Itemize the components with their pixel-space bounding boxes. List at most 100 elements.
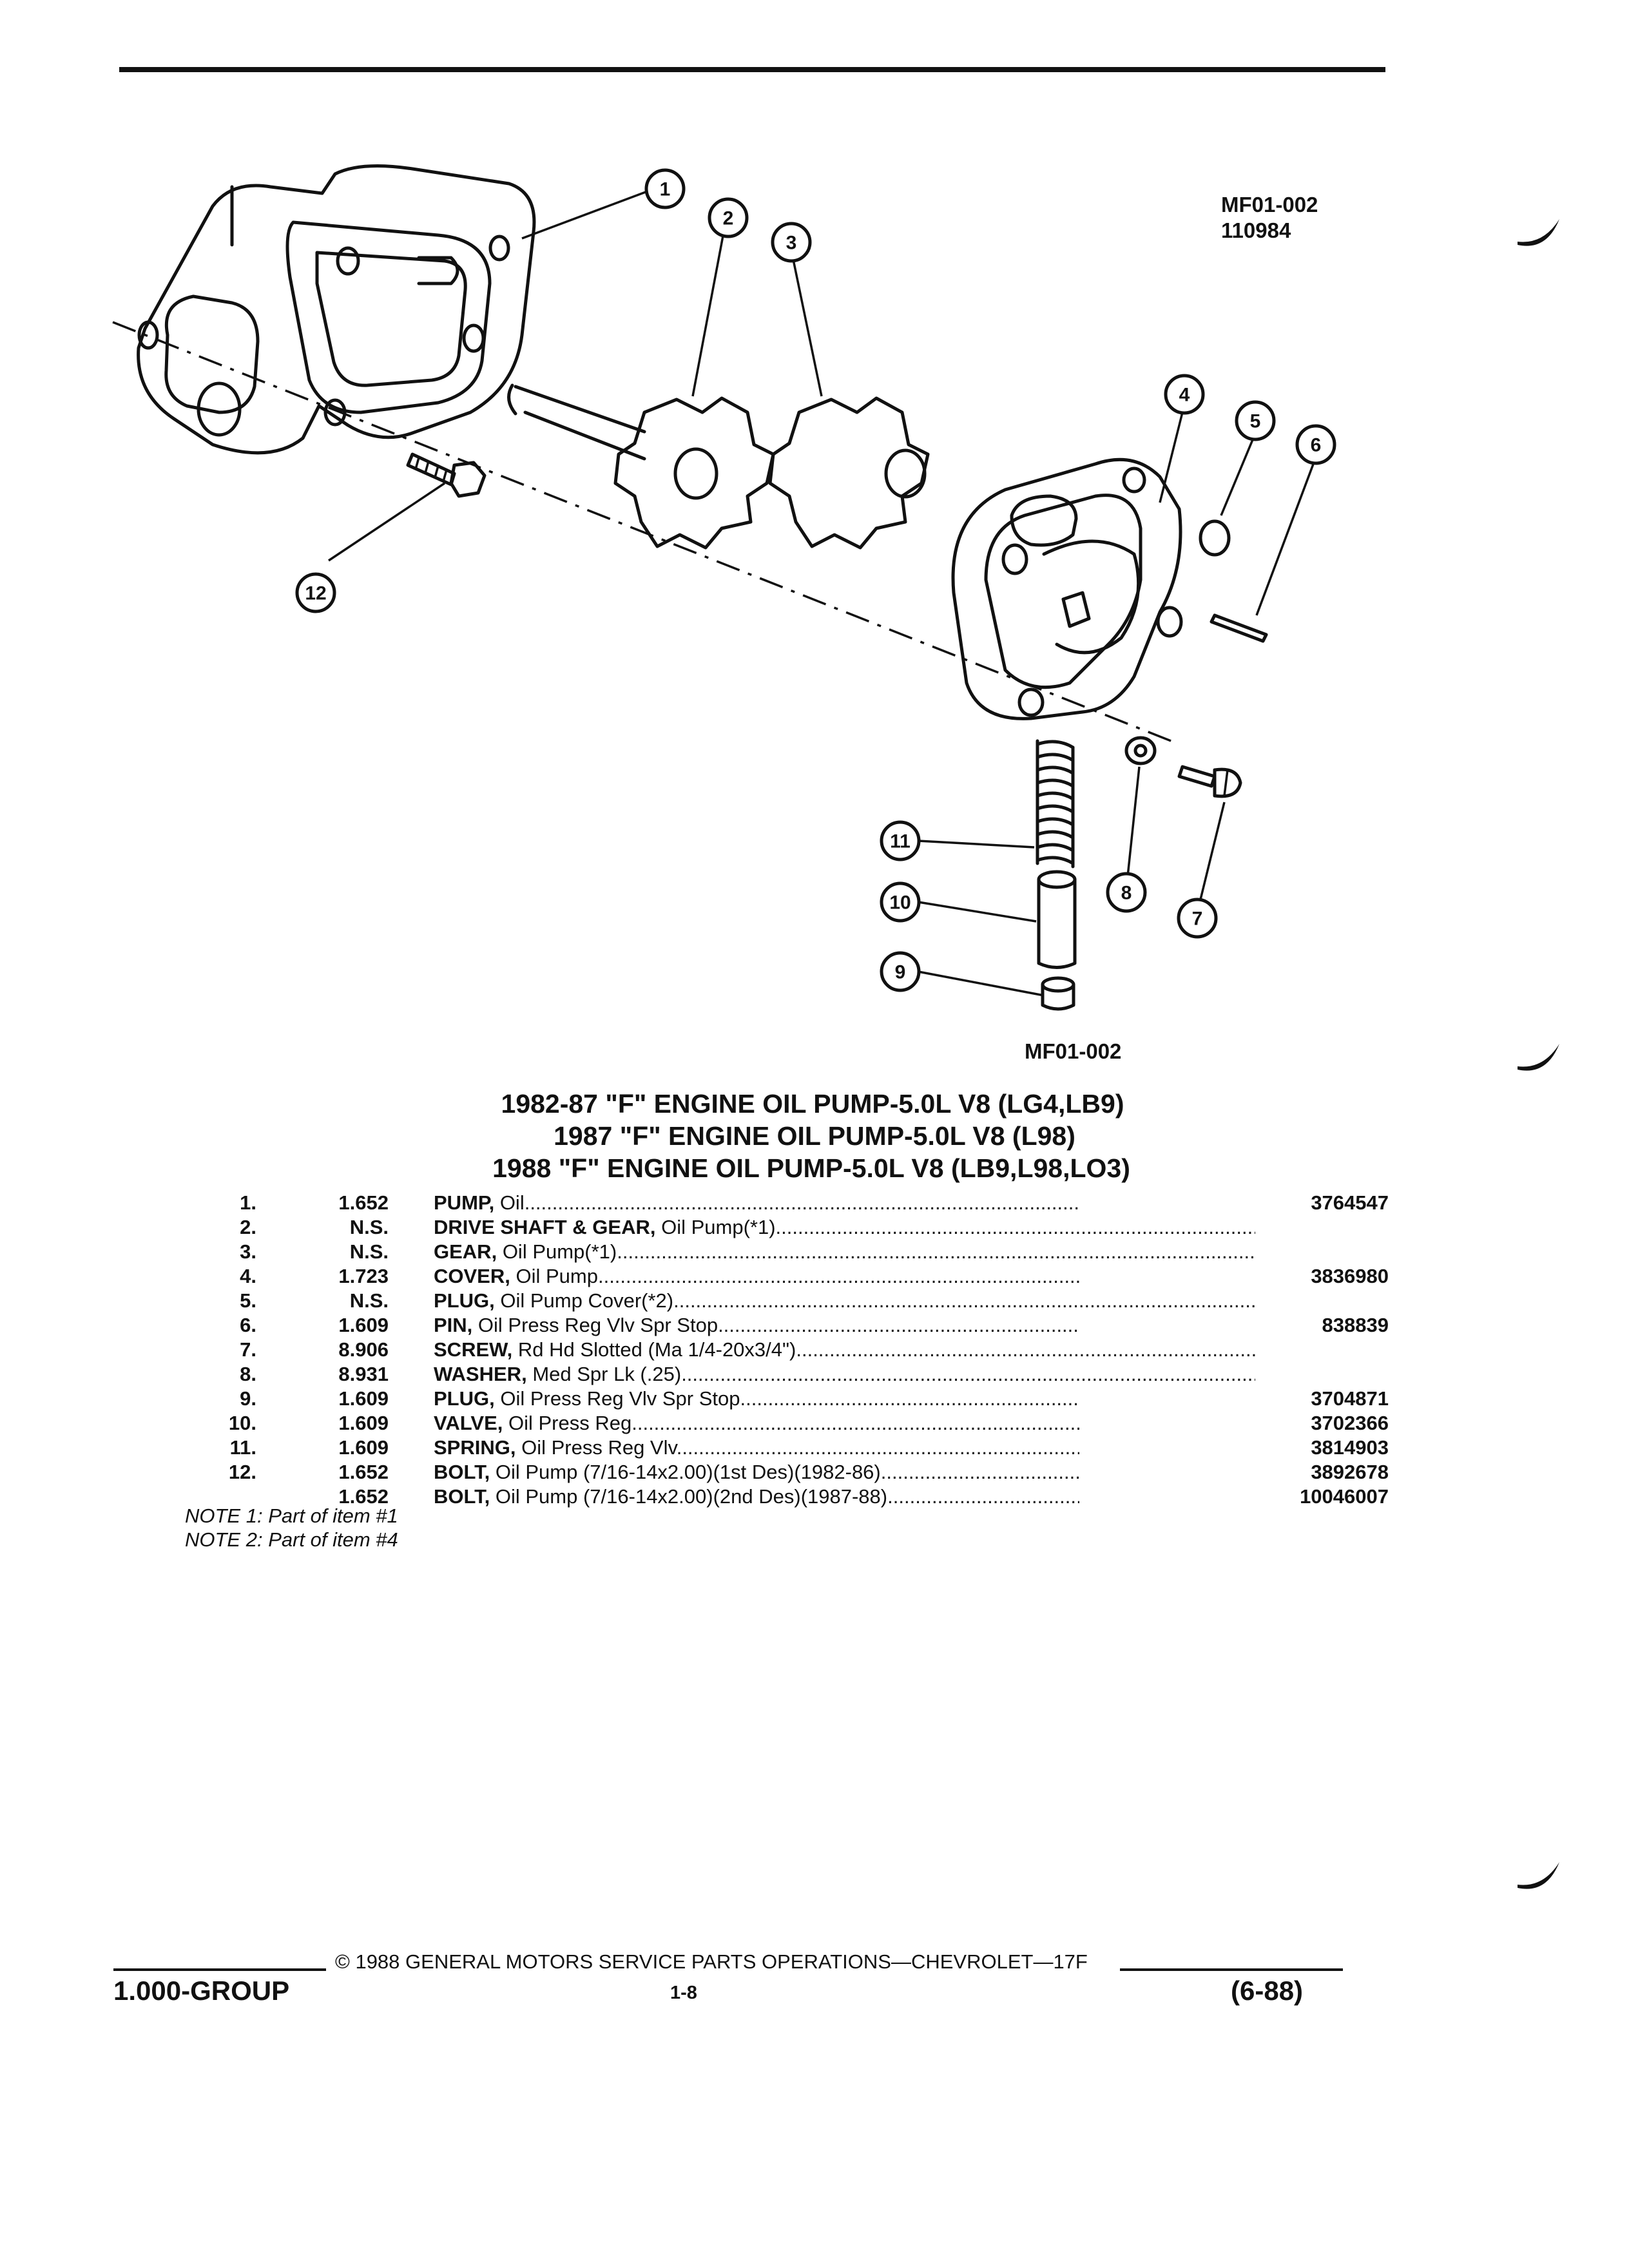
leader-9: [918, 970, 1045, 997]
drive-shaft-gear-drawing: [507, 383, 775, 550]
leader-3: [791, 256, 823, 397]
item-number: 10.: [228, 1412, 256, 1434]
part-number: 3764547: [1079, 1191, 1389, 1215]
svg-text:9: 9: [895, 962, 906, 983]
group-number: 8.906: [338, 1338, 389, 1361]
svg-text:12: 12: [305, 583, 326, 604]
part-description: BOLT, Oil Pump (7/16-14x2.00)(1st Des)(1…: [434, 1460, 1255, 1485]
binder-mark-3: [1518, 1862, 1559, 1889]
group-number: N.S.: [349, 1216, 389, 1238]
slotted-screw-drawing: [1177, 765, 1242, 798]
leader-12: [328, 482, 445, 562]
regulator-plug-drawing: [1041, 976, 1075, 1011]
part-name: DRIVE SHAFT & GEAR,: [434, 1216, 656, 1238]
leader-5: [1220, 437, 1255, 516]
callout-7: 7: [1177, 898, 1218, 939]
item-number: 6.: [240, 1314, 256, 1336]
callout-4: 4: [1164, 374, 1205, 415]
part-number: 10046007: [1079, 1485, 1389, 1509]
assembly-centerline: [112, 321, 1180, 745]
svg-text:10: 10: [889, 892, 911, 914]
part-detail: Oil: [499, 1191, 525, 1214]
group-number: 1.609: [338, 1314, 389, 1336]
stop-pin-drawing: [1210, 613, 1268, 643]
group-number: 1.652: [338, 1485, 389, 1508]
part-description: PLUG, Oil Pump Cover(*2)................…: [434, 1289, 1255, 1313]
leader-2: [691, 225, 726, 397]
part-number: 3892678: [1079, 1460, 1389, 1485]
part-number: 838839: [1079, 1313, 1389, 1338]
leader-dots: ........................................…: [775, 1216, 1255, 1238]
leader-6: [1255, 460, 1316, 616]
leader-7: [1199, 802, 1226, 903]
driven-gear-drawing: [768, 396, 930, 550]
group-number: N.S.: [349, 1240, 389, 1263]
parts-row: 3.N.S.GEAR, Oil Pump(*1)................…: [174, 1240, 1255, 1264]
svg-text:7: 7: [1192, 908, 1203, 930]
figure-reference-bottom: MF01-002: [1025, 1039, 1122, 1063]
part-number: 3814903: [1079, 1436, 1389, 1460]
binder-mark-2: [1518, 1044, 1559, 1071]
svg-text:8: 8: [1121, 883, 1132, 904]
item-number: 8.: [240, 1363, 256, 1385]
group-number: N.S.: [349, 1289, 389, 1312]
note-1: NOTE 1: Part of item #1: [185, 1504, 398, 1527]
revision-date: (6-88): [1231, 1975, 1304, 2006]
item-number: 5.: [240, 1289, 256, 1312]
callout-3: 3: [771, 222, 812, 263]
callout-12: 12: [295, 572, 336, 613]
part-name: BOLT,: [434, 1485, 490, 1508]
callout-9: 9: [880, 951, 921, 992]
part-detail: Rd Hd Slotted (Ma 1/4-20x3/4"): [517, 1338, 796, 1361]
figure-date-code: 110984: [1221, 218, 1291, 242]
svg-text:4: 4: [1179, 385, 1190, 406]
leader-dots: ........................................…: [796, 1338, 1255, 1361]
part-detail: Oil Press Reg Vlv Spr Stop: [500, 1387, 740, 1410]
part-name: SCREW,: [434, 1338, 513, 1361]
item-number: 9.: [240, 1387, 256, 1410]
callout-8: 8: [1106, 872, 1147, 913]
part-name: WASHER,: [434, 1363, 527, 1385]
callout-1: 1: [644, 168, 686, 209]
group-label: 1.000-GROUP: [113, 1975, 290, 2006]
callout-11: 11: [880, 820, 921, 861]
part-name: GEAR,: [434, 1240, 497, 1263]
cover-plug-drawing: [1199, 519, 1231, 557]
part-number: 3704871: [1079, 1387, 1389, 1411]
group-number: 1.652: [338, 1461, 389, 1483]
callout-2: 2: [708, 197, 749, 238]
regulator-spring-drawing: [1036, 739, 1075, 869]
part-detail: Oil Pump (7/16-14x2.00)(2nd Des)(1987-88…: [495, 1485, 888, 1508]
parts-row: 2.N.S.DRIVE SHAFT & GEAR, Oil Pump(*1)..…: [174, 1215, 1255, 1240]
part-detail: Oil Press Reg: [508, 1412, 632, 1434]
part-detail: Oil Pump(*1): [502, 1240, 617, 1263]
oil-pump-exploded-diagram: 1 2 3 4 5 6 7 8 9 10 11 12: [112, 164, 1336, 1011]
parts-row: 5. N.S. PLUG, Oil Pump Cover(*2)..........…: [174, 1289, 1255, 1313]
footer-rule-left: [113, 1968, 326, 1971]
part-description: BOLT, Oil Pump (7/16-14x2.00)(2nd Des)(1…: [434, 1485, 1255, 1509]
group-number: 1.609: [338, 1436, 389, 1459]
part-detail: Oil Pump (7/16-14x2.00)(1st Des)(1982-86…: [495, 1461, 881, 1483]
item-number: 11.: [229, 1436, 256, 1459]
top-rule: [119, 67, 1385, 72]
part-number: 3836980: [1079, 1264, 1389, 1289]
part-detail: Oil Press Reg Vlv Spr Stop: [477, 1314, 718, 1336]
callout-6: 6: [1295, 424, 1336, 465]
leader-1: [521, 189, 651, 240]
section-titles: 1982-87 "F" ENGINE OIL PUMP-5.0L V8 (LG4…: [0, 1088, 1629, 1184]
svg-text:1: 1: [660, 179, 671, 200]
item-number: 7.: [240, 1338, 256, 1361]
part-name: VALVE,: [434, 1412, 503, 1434]
part-name: BOLT,: [434, 1461, 490, 1483]
leader-11: [918, 840, 1035, 849]
group-number: 1.652: [338, 1191, 389, 1214]
group-number: 1.723: [338, 1265, 389, 1287]
leader-dots: ........................................…: [681, 1363, 1255, 1385]
